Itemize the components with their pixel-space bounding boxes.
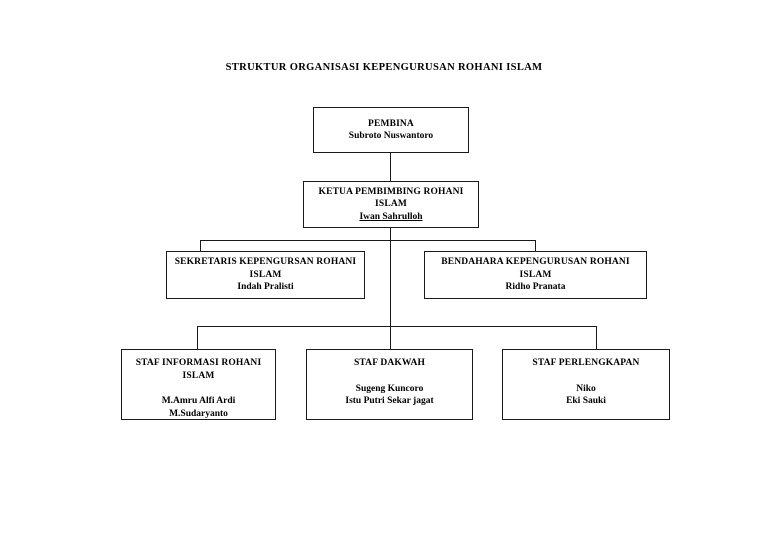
- connector-pembina-to-ketua: [390, 153, 392, 181]
- connector-bar-level3: [200, 240, 536, 242]
- connector-drop-bendahara: [535, 240, 537, 251]
- org-node-bendahara-name: Ridho Pranata: [505, 282, 566, 293]
- connector-bar-level4: [197, 326, 597, 328]
- org-node-ketua-title: KETUA PEMBIMBING ROHANI ISLAM: [318, 186, 464, 210]
- connector-trunk-vertical: [390, 228, 392, 349]
- org-node-staf-dakwah: STAF DAKWAH Sugeng Kuncoro Istu Putri Se…: [306, 349, 473, 420]
- org-node-staf-perlengkapan: STAF PERLENGKAPAN Niko Eki Sauki: [502, 349, 670, 420]
- org-node-staf-dakwah-members: Sugeng Kuncoro Istu Putri Sekar jagat: [345, 383, 433, 408]
- list-item: Niko: [576, 383, 596, 394]
- org-node-pembina: PEMBINA Subroto Nuswantoro: [313, 107, 469, 153]
- org-node-staf-informasi: STAF INFORMASI ROHANI ISLAM M.Amru Alfi …: [121, 349, 276, 420]
- connector-drop-staf-perlengkapan: [596, 326, 598, 349]
- page-title: STRUKTUR ORGANISASI KEPENGURUSAN ROHANI …: [225, 62, 543, 73]
- list-item: M.Amru Alfi Ardi: [161, 396, 236, 406]
- connector-drop-staf-informasi: [197, 326, 199, 349]
- list-item: M.Sudaryanto: [169, 408, 228, 419]
- org-node-staf-dakwah-title: STAF DAKWAH: [353, 358, 426, 368]
- list-item: Sugeng Kuncoro: [355, 383, 424, 394]
- org-node-staf-informasi-members: M.Amru Alfi Ardi M.Sudaryanto: [162, 395, 236, 420]
- org-node-staf-informasi-title: STAF INFORMASI ROHANI ISLAM: [135, 358, 262, 381]
- list-item: Eki Sauki: [566, 396, 606, 406]
- org-node-ketua: KETUA PEMBIMBING ROHANI ISLAM Iwan Sahru…: [303, 181, 479, 228]
- list-item: Istu Putri Sekar jagat: [345, 396, 434, 406]
- org-node-staf-perlengkapan-members: Niko Eki Sauki: [566, 383, 606, 408]
- org-node-staf-perlengkapan-title: STAF PERLENGKAPAN: [532, 358, 640, 368]
- org-node-pembina-name: Subroto Nuswantoro: [348, 131, 434, 141]
- org-node-ketua-name: Iwan Sahrulloh: [359, 211, 423, 222]
- org-node-bendahara: BENDAHARA KEPENGURUSAN ROHANI ISLAM Ridh…: [424, 251, 647, 299]
- org-node-sekretaris: SEKRETARIS KEPENGURSAN ROHANI ISLAM Inda…: [166, 251, 365, 299]
- connector-drop-sekretaris: [200, 240, 202, 251]
- org-node-pembina-title: PEMBINA: [368, 118, 414, 129]
- org-node-sekretaris-name: Indah Pralisti: [237, 282, 294, 293]
- org-node-sekretaris-title: SEKRETARIS KEPENGURSAN ROHANI ISLAM: [174, 257, 357, 280]
- org-node-bendahara-title: BENDAHARA KEPENGURUSAN ROHANI ISLAM: [441, 257, 630, 280]
